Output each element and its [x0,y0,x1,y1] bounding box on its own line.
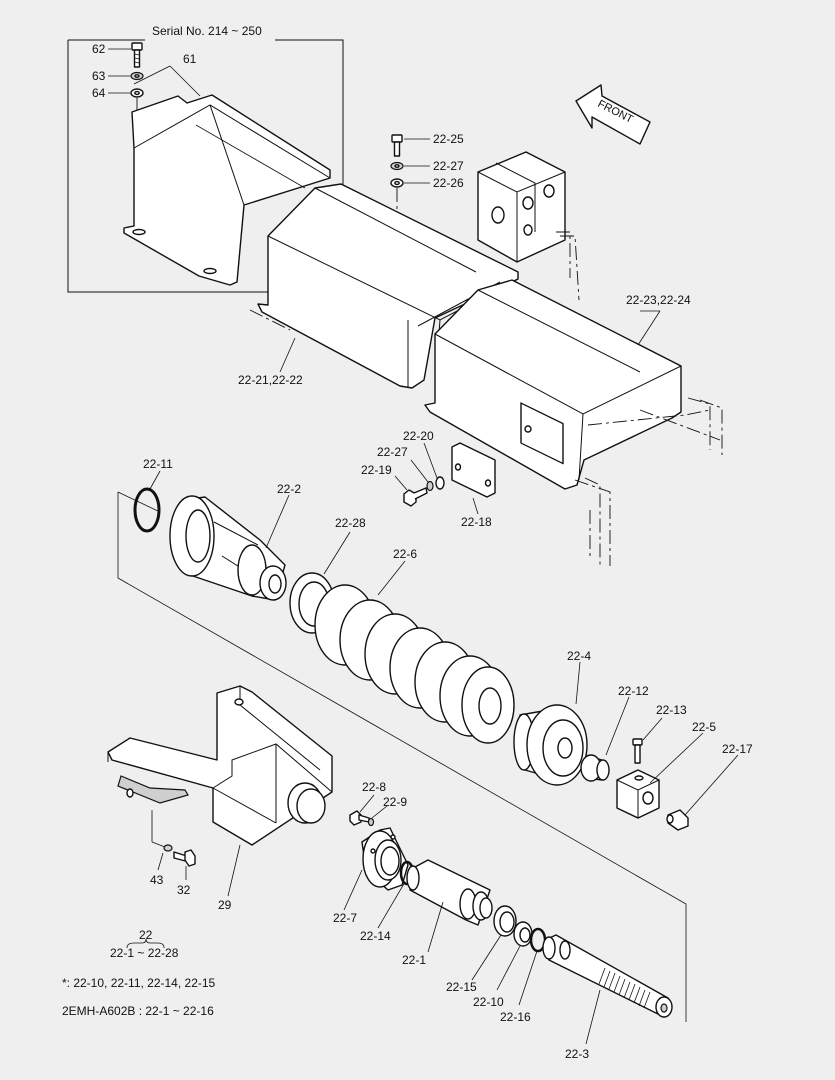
callout-22-10: 22-10 [473,995,504,1009]
callout-62: 62 [92,42,106,56]
bolt-22-13 [632,738,643,764]
callout-22-7: 22-7 [333,911,357,925]
callout-22-1: 22-1 [402,953,426,967]
callout-22-3: 22-3 [565,1047,589,1061]
callout-61: 61 [183,52,197,66]
bolt-62 [131,42,143,68]
callout-22-28: 22-28 [335,516,366,530]
serial-note: Serial No. 214 ~ 250 [152,24,262,38]
callout-22-11: 22-11 [143,457,173,471]
washer-22-20 [435,476,445,490]
callout-22-26: 22-26 [433,176,464,190]
callout-22-4: 22-4 [567,649,591,663]
o-ring-22-11 [133,487,161,533]
callout-22-27-mid: 22-27 [377,445,408,459]
assembly-note-top: 22 [139,928,153,942]
front-arrow: FRONT [575,84,651,145]
callout-63: 63 [92,69,106,83]
footnote-star: *: 22-10, 22-11, 22-14, 22-15 [62,976,216,990]
callout-22-6: 22-6 [393,547,417,561]
rod-22-3 [542,934,673,1018]
fitting-22-17 [666,809,689,831]
assembly-note-bottom: 22-1 ~ 22-28 [110,946,179,960]
callout-22-12: 22-12 [618,684,649,698]
callout-22-5: 22-5 [692,720,716,734]
bolt-22-8 [349,810,370,826]
callout-22-17: 22-17 [722,742,753,756]
callout-22-25: 22-25 [433,132,464,146]
assembly-note: 22 22-1 ~ 22-28 [110,928,179,960]
cover-61 [123,94,331,286]
washer-43 [163,844,173,852]
flange-22-7 [361,827,409,891]
cover-22-21 [257,183,519,389]
cylinder-22-1 [406,859,493,926]
callout-22-2: 22-2 [277,482,301,496]
washer-22-27-b [426,480,434,492]
callout-22-16: 22-16 [500,1010,531,1024]
bracket-29 [107,685,333,846]
callout-22-8: 22-8 [362,780,386,794]
callout-22-27-top: 22-27 [433,159,464,173]
bolt-22-19 [403,487,428,507]
yoke-22-4 [513,704,588,786]
callout-22-13: 22-13 [656,703,687,717]
callout-22-18: 22-18 [461,515,492,529]
callout-43: 43 [150,873,164,887]
block-22-5 [616,769,660,819]
bolt-32 [173,849,196,867]
piston-22-2 [169,495,287,601]
group-bracket-line [117,492,687,1022]
callout-22-19: 22-19 [361,463,392,477]
plate-22-18 [451,442,496,498]
valve-block [477,151,566,263]
washer-22-9 [367,817,375,827]
cover-22-23 [424,279,682,490]
frame-hidden-lines [249,231,723,566]
spring-22-6 [314,584,515,744]
callout-22-21-22: 22-21,22-22 [238,373,303,387]
callout-29: 29 [218,898,232,912]
seal-22-15 [493,905,517,937]
callout-22-9: 22-9 [383,795,407,809]
callout-22-15: 22-15 [446,980,477,994]
callout-22-23-24: 22-23,22-24 [626,293,691,307]
callout-22-20: 22-20 [403,429,434,443]
ring-22-10 [513,921,533,947]
footnote-kit: 2EMH-A602B : 22-1 ~ 22-16 [62,1004,214,1018]
callout-22-14: 22-14 [360,929,391,943]
bolt-22-25 [391,134,403,157]
bushing-22-12 [580,754,610,782]
callout-64: 64 [92,86,106,100]
callout-32: 32 [177,883,191,897]
